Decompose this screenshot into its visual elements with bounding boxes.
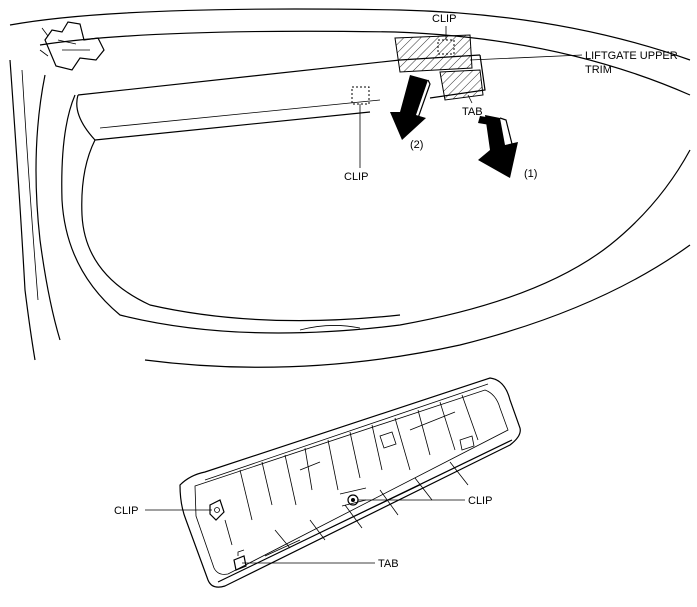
label-step-1: (1) <box>524 168 537 180</box>
label-liftgate-upper-trim-line2: TRIM <box>585 64 612 76</box>
clip-middle-dashed-box <box>351 86 370 105</box>
arrow-step-2 <box>390 75 431 140</box>
label-step-2: (2) <box>410 139 423 151</box>
label-liftgate-upper-trim-line1: LIFTGATE UPPER <box>585 50 678 62</box>
label-clip-middle: CLIP <box>344 171 368 183</box>
clip-left-part <box>209 499 225 521</box>
tab-part <box>233 549 247 571</box>
leader-trim <box>469 54 583 61</box>
liftgate-upper-trim-removed <box>179 377 521 588</box>
clip-right-part <box>339 487 367 507</box>
label-clip-right: CLIP <box>468 495 492 507</box>
hatched-clip-area <box>394 34 473 73</box>
leader-tab-top <box>467 94 473 104</box>
label-clip-top: CLIP <box>432 13 456 25</box>
hatched-tab-area <box>439 69 484 101</box>
label-tab-bottom: TAB <box>378 558 399 570</box>
label-clip-left: CLIP <box>114 505 138 517</box>
label-tab-top: TAB <box>462 106 483 118</box>
arrow-step-1 <box>478 115 518 178</box>
liftgate-frame <box>9 8 691 368</box>
